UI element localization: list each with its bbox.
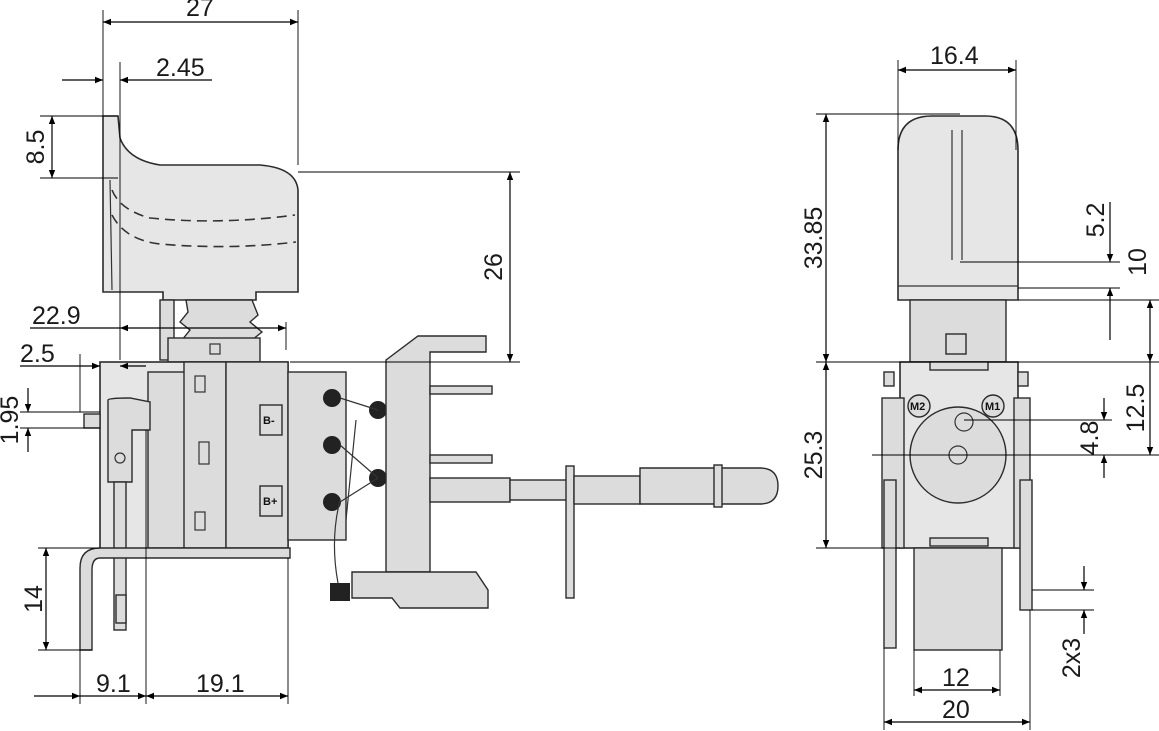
frame xyxy=(385,335,487,573)
dim-2-45: 2.45 xyxy=(156,54,205,82)
dim-10: 10 xyxy=(1124,248,1152,276)
terminal-minus-label: B- xyxy=(263,415,275,427)
front-trigger xyxy=(897,115,1019,301)
lever-pin xyxy=(114,452,126,464)
dim-9-1: 9.1 xyxy=(96,670,131,698)
connector-plate xyxy=(565,465,575,599)
screw-1 xyxy=(323,389,341,407)
dim-8-5: 8.5 xyxy=(22,130,50,165)
dim-14: 14 xyxy=(20,585,48,613)
connector-cable xyxy=(509,479,571,501)
dim-1-95: 1.95 xyxy=(0,396,24,445)
trigger-dash-1 xyxy=(111,189,296,222)
lever xyxy=(107,397,151,483)
screw-3 xyxy=(323,493,341,511)
trigger xyxy=(102,115,299,301)
front-view: M2 M1 xyxy=(881,115,1033,651)
bottom-clip xyxy=(351,571,489,609)
dim-12-5: 12.5 xyxy=(1122,384,1150,433)
dim-16-4: 16.4 xyxy=(930,42,979,70)
front-knob-small xyxy=(883,371,895,387)
front-knob-small-r xyxy=(1017,371,1029,387)
clip-wire xyxy=(333,499,341,584)
bracket xyxy=(79,547,291,651)
connector-tip xyxy=(639,467,779,505)
dim-4-8: 4.8 xyxy=(1076,421,1104,456)
slot-2 xyxy=(198,441,210,465)
clip-end xyxy=(330,583,350,601)
dim-19-1: 19.1 xyxy=(196,670,245,698)
lever-leg-2 xyxy=(115,594,127,624)
slot-1 xyxy=(194,375,206,393)
dim-27: 27 xyxy=(186,0,214,22)
front-rotor-pin xyxy=(954,412,974,432)
front-top-bar xyxy=(929,361,989,371)
side-dimensions: 27 2.45 8.5 26 22.9 2.5 1.95 14 xyxy=(0,0,520,704)
trigger-dash-2 xyxy=(111,214,297,248)
trigger-edge xyxy=(109,179,113,291)
terminal-plus-label: B+ xyxy=(263,496,277,508)
screw-2 xyxy=(323,436,341,454)
dim-25-3: 25.3 xyxy=(800,431,828,480)
m1-badge xyxy=(981,394,1005,418)
collar-notch xyxy=(209,343,221,355)
dim-5-2: 5.2 xyxy=(1082,203,1110,238)
front-dimensions: 16.4 33.85 5.2 10 12.5 25.3 4.8 2x3 12 xyxy=(800,42,1159,730)
housing-inner xyxy=(147,371,187,549)
collar xyxy=(167,337,261,363)
frame-arm-2 xyxy=(429,454,493,464)
connector-neck xyxy=(429,477,511,503)
m2-label: M2 xyxy=(910,401,925,413)
dim-20: 20 xyxy=(942,696,970,724)
terminal-plus-box xyxy=(259,485,283,517)
front-tab-left xyxy=(883,479,897,649)
terminal-minus-box xyxy=(259,404,283,436)
linkage xyxy=(339,397,379,521)
side-view: B- B+ xyxy=(79,115,779,651)
m2-badge xyxy=(907,394,931,418)
dim-2-5: 2.5 xyxy=(20,340,55,368)
side-pin xyxy=(83,413,101,429)
dim-33-85: 33.85 xyxy=(800,207,828,270)
front-lower-block xyxy=(913,547,1003,651)
front-trigger-ridge xyxy=(951,130,963,260)
front-knob xyxy=(945,333,967,355)
m1-label: M1 xyxy=(985,401,1000,413)
dim-22-9: 22.9 xyxy=(32,302,81,330)
connector-shaft xyxy=(573,475,641,505)
housing-block-right xyxy=(225,361,289,549)
dim-26: 26 xyxy=(480,253,508,281)
dim-2x3: 2x3 xyxy=(1058,638,1086,678)
connector-ring xyxy=(713,464,723,508)
front-tab-right xyxy=(1019,479,1033,611)
dim-12: 12 xyxy=(942,664,970,692)
front-bottom-bar xyxy=(929,537,989,547)
slot-3 xyxy=(194,511,206,531)
frame-arm-1 xyxy=(429,385,493,395)
